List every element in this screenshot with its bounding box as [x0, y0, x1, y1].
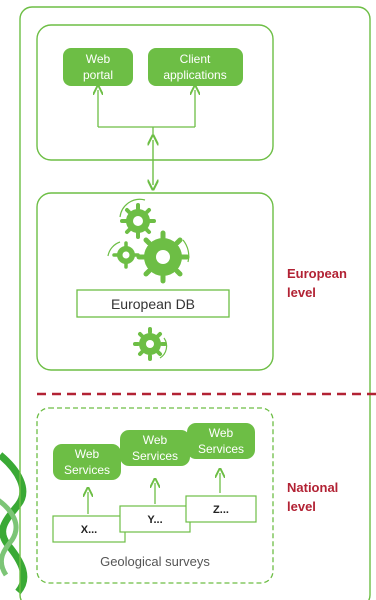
refresh-arrow-icon [159, 337, 168, 359]
web-services-label-2: Services [132, 449, 178, 463]
client-applications-button[interactable]: Client applications [148, 48, 243, 86]
survey-z-label: Z... [213, 504, 229, 516]
gear-icon [120, 203, 156, 239]
survey-x-box[interactable]: X... [52, 515, 126, 543]
web-services-label-2: Services [64, 463, 110, 477]
access-layer-box [36, 24, 274, 161]
national-box [36, 407, 274, 584]
gear-icon [133, 327, 167, 361]
web-services-button[interactable]: Web Services [53, 444, 121, 480]
geological-surveys-caption: Geological surveys [100, 554, 210, 569]
survey-x-label: X... [81, 524, 98, 536]
gear-icon [136, 230, 190, 284]
client-apps-label-2: applications [163, 68, 226, 82]
web-services-label-1: Web [209, 426, 234, 440]
european-db-box [76, 289, 230, 318]
web-services-label-2: Services [198, 442, 244, 456]
refresh-arrow-icon [107, 198, 190, 263]
european-level-label-1: European [287, 266, 347, 281]
survey-y-label: Y... [147, 514, 162, 526]
outer-frame [19, 6, 371, 600]
processing-layer-box [36, 192, 274, 371]
client-apps-label-1: Client [180, 52, 211, 66]
survey-z-box[interactable]: Z... [185, 495, 257, 523]
national-level-label-2: level [287, 499, 316, 514]
web-portal-label-1: Web [86, 52, 111, 66]
european-level-label-2: level [287, 285, 316, 300]
portal-connector [98, 90, 195, 135]
web-services-label-1: Web [75, 447, 100, 461]
web-portal-button[interactable]: Web portal [63, 48, 133, 86]
web-services-button[interactable]: Web Services [187, 423, 255, 459]
gear-icon [112, 241, 140, 269]
upload-arrows [88, 473, 220, 514]
national-level-label-1: National [287, 480, 338, 495]
web-services-label-1: Web [143, 433, 168, 447]
survey-y-box[interactable]: Y... [119, 505, 191, 533]
european-db-label: European DB [111, 296, 195, 312]
web-services-button[interactable]: Web Services [120, 430, 190, 466]
web-portal-label-2: portal [83, 68, 113, 82]
decorative-swirl [0, 452, 28, 595]
